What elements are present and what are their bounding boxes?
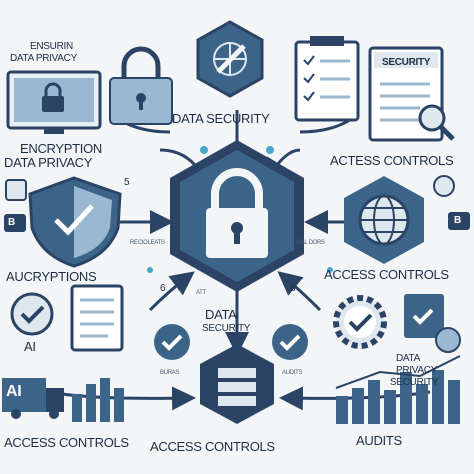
lower-checklist-icon xyxy=(70,284,124,352)
shield-check-icon xyxy=(28,176,122,268)
label-ensuring: ENSURIN xyxy=(30,41,73,52)
truck-icon xyxy=(2,378,64,419)
label-number-8: 8 xyxy=(290,283,296,294)
label-encryption: ENCRYPTION xyxy=(20,141,102,156)
server-icon xyxy=(200,344,274,424)
label-actess-controls: ACTESS CONTROLS xyxy=(330,153,454,168)
label-tiny-left: RECIOLEATS xyxy=(130,240,165,246)
small-right-icons xyxy=(433,175,470,230)
label-aucryptions: AUCRYPTIONS xyxy=(6,269,97,284)
check-badge-icon xyxy=(10,292,54,336)
label-data-privacy-mid: DATA PRIVACY xyxy=(4,155,93,170)
checklist-icon xyxy=(294,36,360,122)
label-audits-small: AUDITS xyxy=(282,370,303,376)
monitor-lock-icon xyxy=(6,70,102,134)
label-number-6: 6 xyxy=(160,283,166,294)
padlock-icon xyxy=(109,46,173,125)
decorative-dots xyxy=(147,146,333,273)
check-circle-right-icon xyxy=(272,324,308,360)
label-letter-b-left: B xyxy=(8,217,15,228)
label-buras: BURAS xyxy=(160,370,180,376)
bar-chart-right-icon xyxy=(336,370,460,424)
document-check-icon xyxy=(404,294,444,338)
label-tiny-center: MAL DORS xyxy=(296,240,325,246)
label-ai-badge: AI xyxy=(6,383,22,400)
badge-check-icon xyxy=(435,327,461,353)
label-ai-left: AI xyxy=(24,339,36,354)
check-circle-left-icon xyxy=(154,324,190,360)
wrench-globe-icon xyxy=(196,20,264,98)
bar-chart-left-icon xyxy=(72,378,124,422)
magnifier-icon xyxy=(418,104,455,141)
trend-line xyxy=(335,355,461,389)
label-access-controls-bottom-center: ACCESS CONTROLS xyxy=(150,439,275,454)
label-data-security-top: DATA SECURITY xyxy=(172,111,270,126)
globe-icon xyxy=(344,176,424,264)
label-number-5: 5 xyxy=(124,177,130,188)
gear-check-icon xyxy=(333,295,387,349)
label-access-controls-right: ACCESS CONTROLS xyxy=(324,267,449,282)
label-security-header: SECURITY xyxy=(382,57,431,68)
label-dps-3: SECURITY xyxy=(390,377,439,388)
central-padlock-icon xyxy=(170,140,304,292)
label-data-privacy-top: DATA PRIVACY xyxy=(10,53,77,64)
label-audits-bottom: AUDITS xyxy=(356,433,402,448)
label-access-controls-bottom-left: ACCESS CONTROLS xyxy=(4,435,129,450)
small-left-icons xyxy=(4,179,27,232)
label-security-center: SECURITY xyxy=(202,323,251,334)
label-att: ATT xyxy=(196,290,206,296)
label-dps-2: PRIVACY xyxy=(396,365,438,376)
label-letter-b-right: B xyxy=(454,215,461,226)
label-dps-1: DATA xyxy=(396,353,420,364)
label-data-center: DATA xyxy=(205,307,237,322)
